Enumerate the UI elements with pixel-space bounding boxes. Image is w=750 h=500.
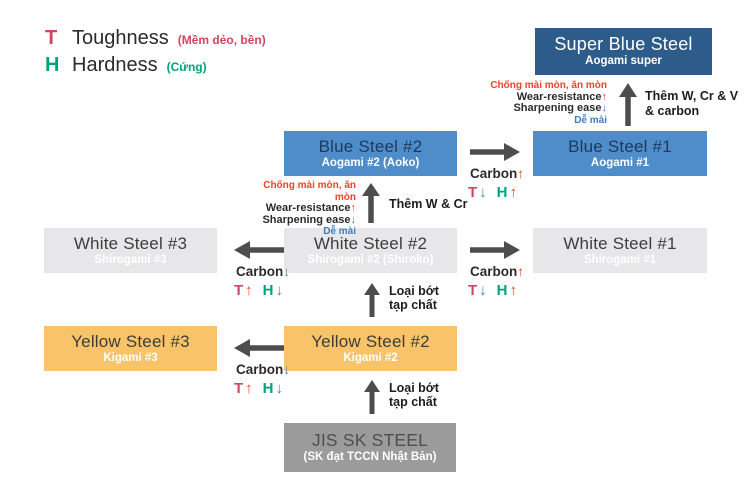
add-elements-super: Thêm W, Cr & V & carbon [645, 89, 739, 118]
toughness-note: (Mềm dẻo, bền) [177, 33, 266, 47]
down-arrow-icon: ↓ [479, 184, 487, 201]
legend-hardness: H Hardness (Cứng) [45, 54, 266, 77]
box-title: White Steel #1 [563, 233, 677, 253]
sharpening-ease-line: Sharpening ease↓ [513, 102, 608, 114]
box-blue-steel-1: Blue Steel #1 Aogami #1 [533, 131, 707, 176]
down-arrow-icon: ↓ [275, 282, 284, 299]
box-title: Blue Steel #2 [318, 136, 423, 156]
up-arrow-icon: ↑ [517, 166, 524, 181]
box-jis-sk-steel: JIS SK STEEL (SK đạt TCCN Nhật Bản) [284, 423, 456, 472]
legend: T Toughness (Mềm dẻo, bền) H Hardness (C… [45, 27, 266, 81]
box-title: Yellow Steel #3 [71, 331, 190, 351]
box-blue-steel-2: Blue Steel #2 Aogami #2 (Aoko) [284, 131, 457, 176]
box-subtitle: Shirogami #2 (Shiroko) [307, 253, 434, 266]
remove-impurities-label: Loại bớt tạp chất [389, 284, 439, 312]
box-white-steel-2: White Steel #2 Shirogami #2 (Shiroko) [284, 228, 457, 273]
up-arrow-icon: ↑ [509, 282, 518, 299]
box-subtitle: Kigami #3 [103, 351, 158, 364]
wear-resistance-line: Wear-resistance↑ [516, 90, 608, 103]
box-white-steel-1: White Steel #1 Shirogami #1 [533, 228, 707, 273]
arrow-up-icon [364, 380, 380, 414]
arrow-up-icon [364, 283, 380, 317]
toughness-hardness-change: T↓H↑ [468, 184, 518, 201]
up-arrow-icon: ↑ [245, 282, 253, 299]
carbon-up-label: Carbon↑ [470, 264, 524, 279]
arrow-left-icon [234, 339, 284, 357]
carbon-down-label: Carbon↓ [236, 264, 290, 279]
wear-note-vn: Chống mài mòn, ăn mòn [263, 180, 356, 203]
arrow-right-icon [470, 143, 520, 161]
hardness-note: (Cứng) [166, 60, 207, 74]
toughness-hardness-change: T↑H↓ [234, 380, 284, 397]
add-elements-blue2: Thêm W & Cr [389, 197, 468, 211]
box-title: Blue Steel #1 [568, 136, 672, 156]
box-title: Super Blue Steel [554, 33, 693, 54]
box-title: JIS SK STEEL [311, 430, 429, 451]
wear-annotation-super: Chống mài mòn, ăn mòn Wear-resistance↑ S… [487, 80, 607, 126]
up-arrow-icon: ↑ [509, 184, 518, 201]
box-subtitle: Shirogami #3 [94, 253, 167, 266]
box-subtitle: (SK đạt TCCN Nhật Bản) [303, 451, 437, 464]
box-white-steel-3: White Steel #3 Shirogami #3 [44, 228, 217, 273]
box-yellow-steel-2: Yellow Steel #2 Kigami #2 [284, 326, 457, 371]
carbon-up-label: Carbon↑ [470, 166, 524, 181]
box-subtitle: Kigami #2 [343, 351, 398, 364]
up-arrow-icon: ↑ [601, 90, 608, 103]
carbon-down-label: Carbon↓ [236, 362, 290, 377]
sharpening-ease-line: Sharpening ease↓ [262, 213, 357, 226]
easy-sharpen-note: Dễ mài [574, 114, 607, 126]
toughness-symbol: T [45, 27, 58, 49]
wear-note-vn: Chống mài mòn, ăn mòn [490, 80, 607, 91]
legend-toughness: T Toughness (Mềm dẻo, bền) [45, 27, 266, 50]
toughness-label: Toughness [72, 27, 169, 49]
down-arrow-icon: ↓ [479, 282, 487, 299]
box-title: Yellow Steel #2 [311, 331, 430, 351]
wear-resistance-line: Wear-resistance↑ [265, 202, 357, 214]
up-arrow-icon: ↑ [517, 264, 524, 279]
wear-annotation-blue2: Chống mài mòn, ăn mòn Wear-resistance↑ S… [248, 180, 356, 238]
box-title: White Steel #2 [313, 233, 428, 253]
easy-sharpen-note: Dễ mài [323, 226, 356, 237]
up-arrow-icon: ↑ [245, 380, 253, 397]
hardness-symbol: H [45, 54, 60, 76]
box-super-blue-steel: Super Blue Steel Aogami super [535, 28, 712, 75]
arrow-left-icon [234, 241, 284, 259]
up-arrow-icon: ↑ [350, 202, 357, 214]
toughness-hardness-change: T↓H↑ [468, 282, 518, 299]
down-arrow-icon: ↓ [283, 264, 290, 279]
down-arrow-icon: ↓ [601, 102, 608, 114]
down-arrow-icon: ↓ [283, 362, 290, 377]
box-subtitle: Aogami super [585, 55, 662, 68]
box-title: White Steel #3 [73, 233, 188, 253]
down-arrow-icon: ↓ [275, 380, 284, 397]
arrow-up-icon [619, 83, 637, 126]
box-subtitle: Shirogami #1 [583, 253, 657, 266]
hardness-label: Hardness [72, 54, 158, 76]
toughness-hardness-change: T↑H↓ [234, 282, 284, 299]
arrow-up-icon [362, 183, 380, 223]
box-yellow-steel-3: Yellow Steel #3 Kigami #3 [44, 326, 217, 371]
box-subtitle: Aogami #2 (Aoko) [321, 156, 420, 169]
arrow-right-icon [470, 241, 520, 259]
box-subtitle: Aogami #1 [590, 156, 650, 169]
down-arrow-icon: ↓ [350, 213, 357, 226]
remove-impurities-label: Loại bớt tạp chất [389, 381, 439, 409]
